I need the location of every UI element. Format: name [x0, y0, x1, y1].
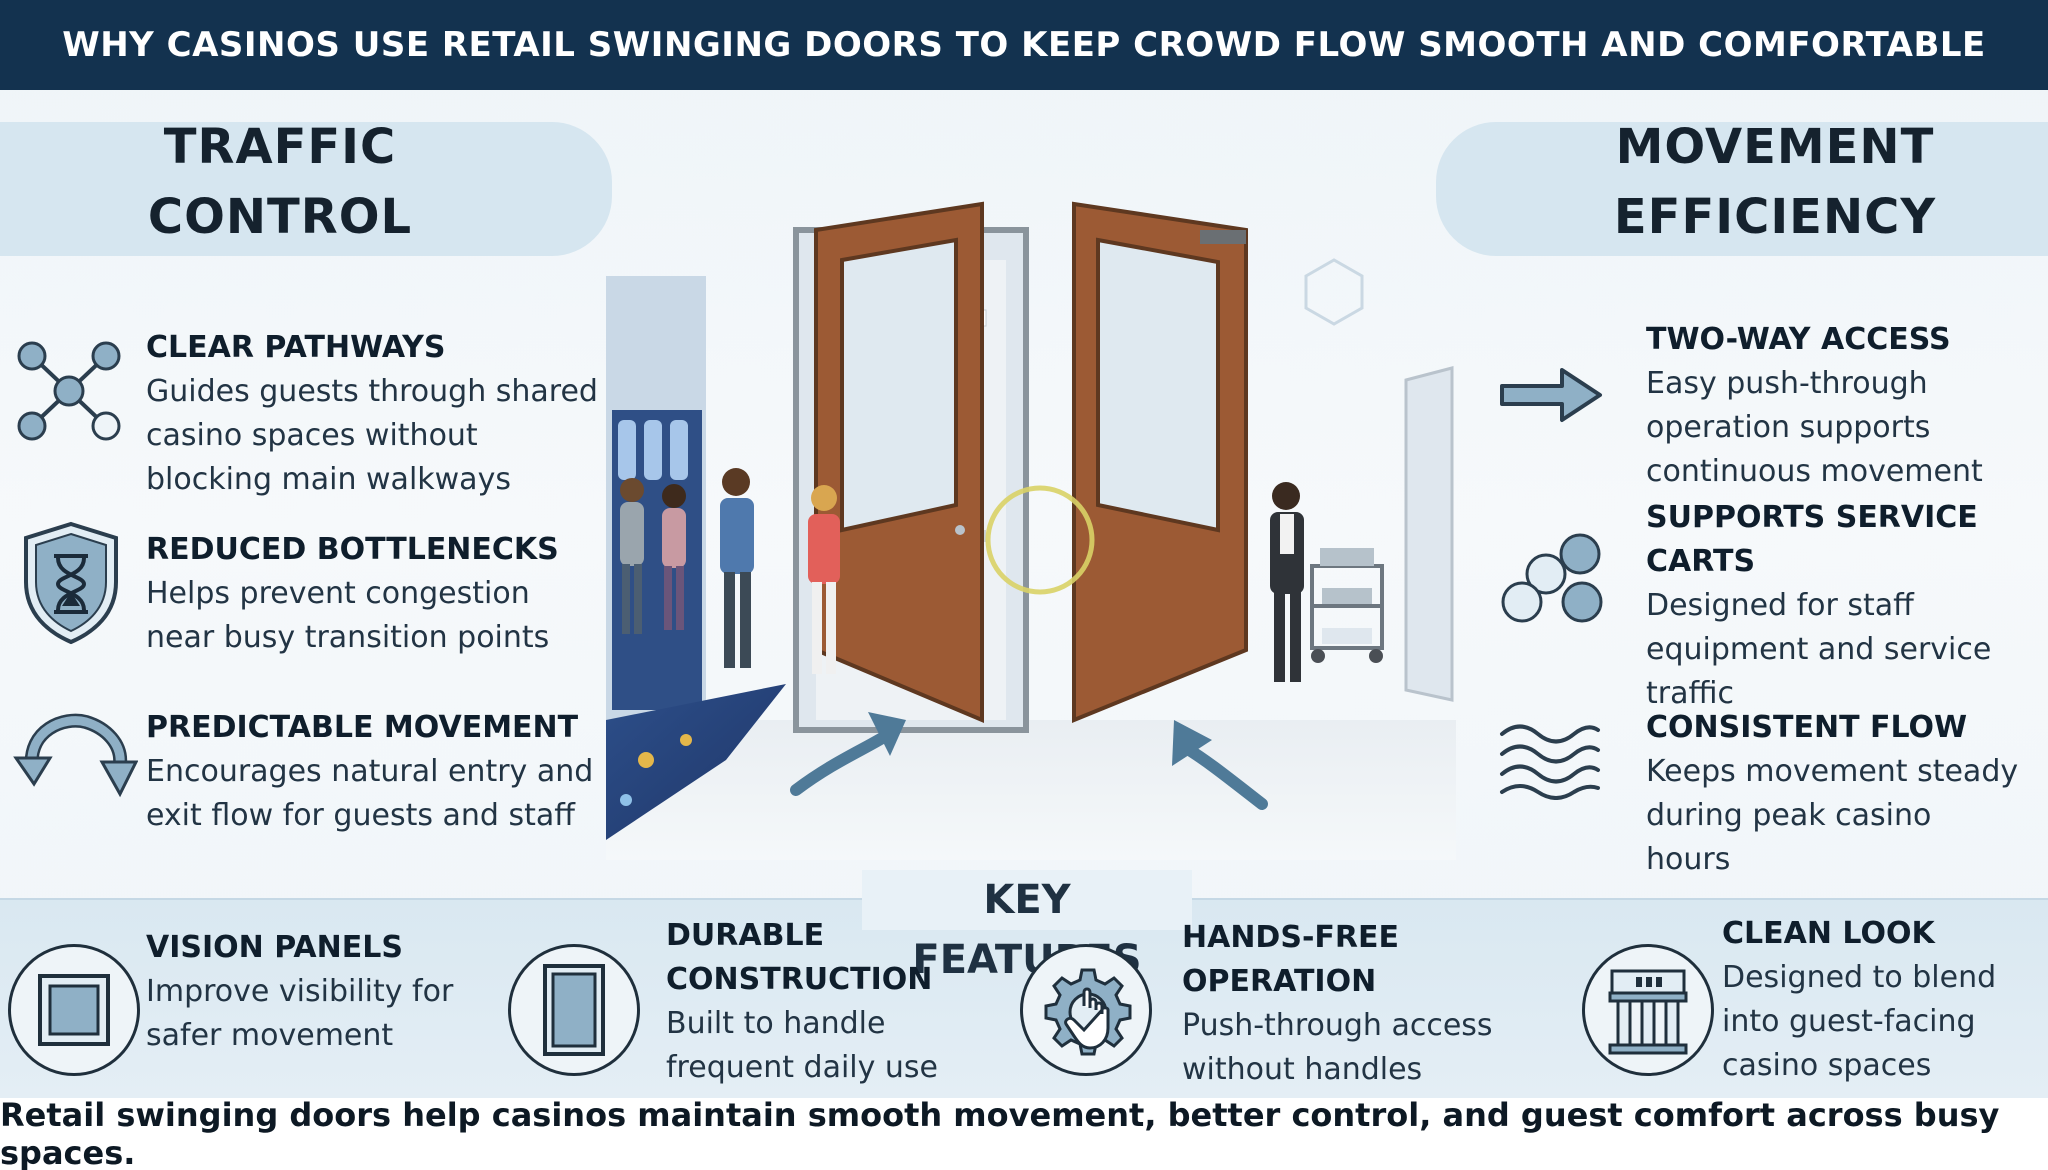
item-desc-line: frequent daily use: [666, 1050, 939, 1085]
waves-icon: [1500, 724, 1600, 800]
traffic-control-banner: [0, 122, 612, 256]
circles-cluster-icon: [1501, 533, 1603, 623]
item-title: CLEAR PATHWAYS: [146, 330, 446, 365]
key-features-title: KEY FEATURES: [862, 870, 1192, 983]
footer-text: Retail swinging doors help casinos maint…: [0, 1096, 2000, 1170]
vision-panels-feature: VISION PANELS Improve visibility for saf…: [146, 926, 486, 1058]
item-desc-line: Push-through access: [1182, 1008, 1493, 1043]
right-door: [1072, 201, 1248, 723]
supports-service-carts-item: SUPPORTS SERVICE CARTS Designed for staf…: [1646, 496, 2046, 716]
right-wall: [1404, 366, 1454, 702]
item-desc-line: without handles: [1182, 1052, 1423, 1087]
item-desc-line: Built to handle: [666, 1006, 886, 1041]
item-desc-line: Keeps movement steady: [1646, 754, 2019, 789]
circular-arrows-icon: [13, 713, 138, 798]
item-title: HANDS-FREE: [1182, 920, 1399, 955]
movement-efficiency-banner: [1436, 122, 2048, 256]
two-way-access-item: TWO-WAY ACCESS Easy push-through operati…: [1646, 318, 2046, 494]
floor: [606, 720, 1456, 860]
item-desc-line: Helps prevent congestion: [146, 576, 530, 611]
item-desc-line: into guest-facing: [1722, 1004, 1976, 1039]
item-desc-line: Designed to blend: [1722, 960, 1997, 995]
clean-look-feature: CLEAN LOOK Designed to blend into guest-…: [1722, 912, 2042, 1088]
vision-panel-feature-icon: [8, 944, 140, 1076]
item-desc-line: Encourages natural entry and: [146, 754, 594, 789]
window-panel-icon: [38, 974, 110, 1046]
door-frame-icon: [543, 964, 605, 1056]
item-title: TWO-WAY ACCESS: [1646, 322, 1951, 357]
clean-look-feature-icon: [1582, 944, 1714, 1076]
reduced-bottlenecks-item: REDUCED BOTTLENECKS Helps prevent conges…: [146, 528, 616, 660]
gear-hand-icon: [1044, 968, 1132, 1056]
left-door: [814, 201, 984, 724]
item-desc-line: casino spaces: [1722, 1048, 1932, 1083]
consistent-flow-item: CONSISTENT FLOW Keeps movement steady du…: [1646, 706, 2046, 882]
item-title: DURABLE: [666, 918, 825, 953]
traffic-control-title-line1: TRAFFIC: [163, 119, 397, 175]
item-title: PREDICTABLE MOVEMENT: [146, 710, 579, 745]
push-point-highlight: [985, 485, 1095, 595]
item-title: CARTS: [1646, 544, 1756, 579]
item-desc-line: equipment and service: [1646, 632, 1992, 667]
movement-efficiency-title-line1: MOVEMENT: [1615, 119, 1935, 175]
header-banner: WHY CASINOS USE RETAIL SWINGING DOORS TO…: [0, 0, 2048, 90]
item-desc-line: Easy push-through: [1646, 366, 1928, 401]
hands-free-feature-icon: [1020, 944, 1152, 1076]
staff-with-cart: [1270, 482, 1384, 682]
traffic-control-title-line2: CONTROL: [147, 189, 413, 245]
item-desc-line: near busy transition points: [146, 620, 550, 655]
item-desc-line: blocking main walkways: [146, 462, 511, 497]
item-desc-line: Guides guests through shared: [146, 374, 598, 409]
item-desc-line: operation supports: [1646, 410, 1931, 445]
item-title: CONSISTENT FLOW: [1646, 710, 1968, 745]
item-title: VISION PANELS: [146, 930, 403, 965]
left-flow-arrow-head: [868, 712, 906, 756]
item-title: CLEAN LOOK: [1722, 916, 1935, 951]
right-arrow-icon: [1500, 368, 1602, 422]
durable-feature-icon: [508, 944, 640, 1076]
guests-group: [620, 468, 840, 674]
clear-pathways-item: CLEAR PATHWAYS Guides guests through sha…: [146, 326, 616, 502]
item-desc-line: Designed for staff: [1646, 588, 1914, 623]
item-desc-line: during peak casino: [1646, 798, 1932, 833]
shield-hourglass-icon: [24, 521, 118, 645]
item-desc-line: hours: [1646, 842, 1731, 877]
hands-free-operation-feature: HANDS-FREE OPERATION Push-through access…: [1182, 916, 1522, 1092]
item-title: SUPPORTS SERVICE: [1646, 500, 1978, 535]
item-title: REDUCED BOTTLENECKS: [146, 532, 559, 567]
swinging-doors-illustration: [606, 201, 1456, 860]
movement-efficiency-title: MOVEMENT EFFICIENCY: [1560, 112, 1990, 252]
building-columns-icon: [1608, 969, 1688, 1055]
durable-construction-feature: DURABLE CONSTRUCTION Built to handle fre…: [666, 914, 1006, 1090]
page-title: WHY CASINOS USE RETAIL SWINGING DOORS TO…: [62, 25, 1986, 65]
item-desc-line: Improve visibility for: [146, 974, 454, 1009]
item-desc-line: traffic: [1646, 676, 1734, 711]
item-title: CONSTRUCTION: [666, 962, 933, 997]
network-nodes-icon: [17, 341, 121, 441]
right-flow-arrow-head: [1172, 720, 1212, 766]
movement-efficiency-title-line2: EFFICIENCY: [1613, 189, 1937, 245]
traffic-control-title: TRAFFIC CONTROL: [80, 112, 480, 252]
item-desc-line: continuous movement: [1646, 454, 1983, 489]
item-desc-line: exit flow for guests and staff: [146, 798, 575, 833]
hexagon-decor: [1304, 258, 1364, 326]
item-desc-line: casino spaces without: [146, 418, 478, 453]
item-desc-line: safer movement: [146, 1018, 394, 1053]
item-title: OPERATION: [1182, 964, 1377, 999]
predictable-movement-item: PREDICTABLE MOVEMENT Encourages natural …: [146, 706, 616, 838]
footer-summary: Retail swinging doors help casinos maint…: [0, 1096, 2048, 1170]
